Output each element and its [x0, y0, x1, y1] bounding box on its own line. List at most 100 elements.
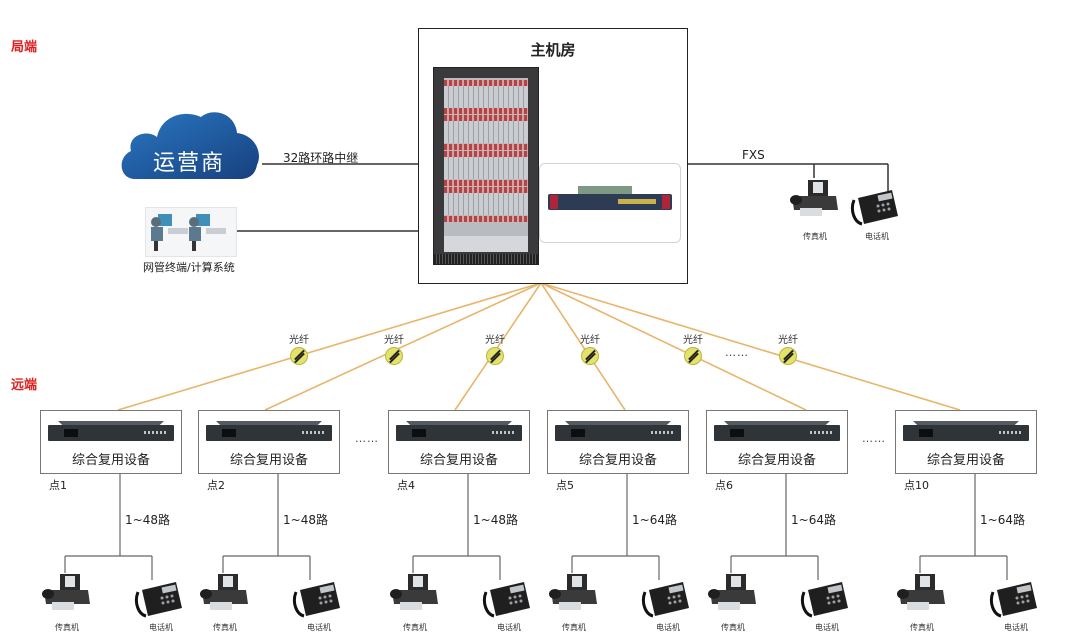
mux-device-icon	[714, 425, 840, 441]
fiber-connector-icon	[779, 347, 797, 365]
operator-label: 运营商	[153, 151, 226, 176]
site-phone-label: 电话机	[1004, 623, 1028, 632]
site-point-label: 点1	[49, 479, 67, 492]
line-card-image	[539, 163, 681, 243]
ellipsis: ……	[862, 432, 886, 445]
mux-device-box: 综合复用设备	[198, 410, 340, 474]
fiber-line	[540, 282, 807, 411]
site-fax	[549, 572, 599, 616]
fiber-line	[117, 282, 542, 411]
fiber-connector-icon	[290, 347, 308, 365]
fiber-connector-icon	[581, 347, 599, 365]
fax-icon	[897, 574, 945, 610]
main-room-box: 主机房	[418, 28, 688, 284]
telephone-icon	[989, 582, 1037, 618]
mux-device-label: 综合复用设备	[229, 453, 308, 468]
fiber-connector-icon	[385, 347, 403, 365]
mux-device-label: 综合复用设备	[419, 453, 498, 468]
site-phone-label: 电话机	[149, 623, 173, 632]
site-fax-label: 传真机	[403, 623, 427, 632]
site-phone	[800, 578, 850, 624]
fax-icon	[790, 180, 838, 216]
fiber-line	[540, 282, 626, 411]
fiber-connector-icon	[684, 347, 702, 365]
workstation-icon	[151, 214, 226, 251]
fiber-label: 光纤	[683, 335, 703, 346]
site-phone-label: 电话机	[307, 623, 331, 632]
site-fax	[390, 572, 440, 616]
line-count-label: 1~48路	[283, 513, 328, 527]
site-phone	[292, 578, 342, 624]
operator-cloud: 运营商	[117, 107, 263, 183]
site-fax-label: 传真机	[55, 623, 79, 632]
remote-side-label: 远端	[11, 378, 38, 393]
mux-device-icon	[206, 425, 332, 441]
site-fax-label: 传真机	[910, 623, 934, 632]
fiber-line	[264, 282, 542, 411]
site-phone-label: 电话机	[815, 623, 839, 632]
line-count-label: 1~64路	[980, 513, 1025, 527]
site-point-label: 点10	[904, 479, 929, 492]
site-point-label: 点6	[715, 479, 733, 492]
fiber-label: 光纤	[384, 335, 404, 346]
cloud-icon	[121, 112, 259, 179]
line-card-icon	[548, 186, 672, 210]
line-count-label: 1~64路	[632, 513, 677, 527]
site-phone	[989, 578, 1039, 624]
main-room-title: 主机房	[530, 41, 576, 59]
fxs-fax-label: 传真机	[803, 232, 827, 241]
mux-device-icon	[903, 425, 1029, 441]
site-phone-label: 电话机	[656, 623, 680, 632]
fiber-line	[454, 282, 542, 411]
line-count-label: 1~48路	[125, 513, 170, 527]
fax-icon	[42, 574, 90, 610]
nms-workstations	[145, 207, 237, 257]
fiber-label: 光纤	[485, 335, 505, 346]
fax-icon	[549, 574, 597, 610]
fax-icon	[200, 574, 248, 610]
telephone-icon	[800, 582, 848, 618]
site-phone	[134, 578, 184, 624]
telephone-icon	[641, 582, 689, 618]
fxs-phone	[850, 186, 900, 232]
site-fax	[42, 572, 92, 616]
mux-device-icon	[48, 425, 174, 441]
telephone-icon	[482, 582, 530, 618]
fiber-line	[540, 282, 961, 411]
mux-device-label: 综合复用设备	[737, 453, 816, 468]
mux-device-box: 综合复用设备	[40, 410, 182, 474]
site-fax-label: 传真机	[721, 623, 745, 632]
mux-device-label: 综合复用设备	[578, 453, 657, 468]
site-fax	[708, 572, 758, 616]
trunk-label: 32路环路中继	[283, 151, 359, 165]
site-fax-label: 传真机	[562, 623, 586, 632]
site-fax-label: 传真机	[213, 623, 237, 632]
mux-device-box: 综合复用设备	[895, 410, 1037, 474]
ellipsis: ……	[725, 346, 749, 359]
site-point-label: 点5	[556, 479, 574, 492]
mux-device-box: 综合复用设备	[547, 410, 689, 474]
site-phone	[482, 578, 532, 624]
mux-device-label: 综合复用设备	[926, 453, 1005, 468]
line-count-label: 1~64路	[791, 513, 836, 527]
ellipsis: ……	[355, 432, 379, 445]
site-point-label: 点2	[207, 479, 225, 492]
site-point-label: 点4	[397, 479, 415, 492]
fax-icon	[708, 574, 756, 610]
nms-label: 网管终端/计算系统	[143, 261, 235, 274]
fxs-fax	[790, 178, 840, 222]
site-fax	[897, 572, 947, 616]
telephone-icon	[292, 582, 340, 618]
site-phone	[641, 578, 691, 624]
mux-device-label: 综合复用设备	[71, 453, 150, 468]
local-side-label: 局端	[11, 40, 38, 55]
telephone-icon	[850, 190, 898, 226]
fxs-label: FXS	[742, 148, 765, 162]
rack-cabinet	[433, 67, 539, 265]
fxs-phone-label: 电话机	[865, 232, 889, 241]
fiber-label: 光纤	[778, 335, 798, 346]
fiber-label: 光纤	[289, 335, 309, 346]
mux-device-icon	[555, 425, 681, 441]
telephone-icon	[134, 582, 182, 618]
